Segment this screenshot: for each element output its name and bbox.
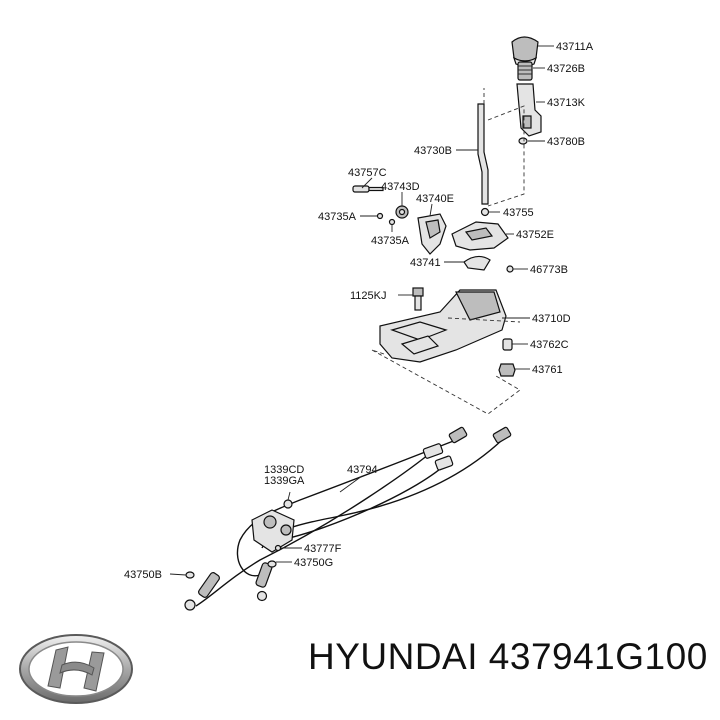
callout-label: 43757C	[348, 167, 387, 179]
callout-label: 43726B	[547, 63, 585, 75]
shift-lever-base	[451, 221, 509, 251]
cable-end-right	[255, 562, 273, 602]
bolt-1125kj	[412, 287, 424, 311]
callout-label: 43743D	[381, 181, 420, 193]
select-lever	[417, 213, 447, 255]
bush-43762c	[502, 338, 513, 351]
assembly-line-right	[447, 317, 521, 323]
shift-housing	[379, 289, 507, 363]
assembly-line	[371, 349, 521, 415]
hyundai-logo-icon	[19, 634, 133, 704]
clip-43777f	[274, 544, 282, 552]
callout-label: 46773B	[530, 264, 568, 276]
callout-label: 43750G	[294, 557, 333, 569]
nut-43761	[498, 363, 516, 377]
callout-label: 43740E	[416, 193, 454, 205]
callout-label: 43735A	[371, 235, 410, 247]
callout-label: 43752E	[516, 229, 554, 241]
part-caption: HYUNDAI 437941G100	[308, 636, 708, 677]
callout-label: 1339GA	[264, 475, 305, 487]
callout-label: 43713K	[547, 97, 586, 109]
knob-bracket	[516, 83, 542, 137]
callout-label: 43761	[532, 364, 563, 376]
clip-46773b	[506, 265, 514, 273]
pin-43735a-lower	[388, 218, 396, 226]
washer-43750g	[267, 560, 277, 568]
callout-label: 43735A	[318, 211, 357, 223]
callout-label: 43711A	[556, 41, 594, 53]
callout-label: 43780B	[547, 136, 585, 148]
shift-cables	[195, 426, 512, 607]
ring-43755	[480, 207, 490, 217]
assembly-line-short	[371, 349, 385, 355]
callout-label: 1125KJ	[350, 290, 387, 302]
shift-rod	[477, 88, 525, 207]
callout-label: 43762C	[530, 339, 569, 351]
callout-label: 43750B	[124, 569, 162, 581]
spring	[517, 61, 533, 81]
leader-lines	[169, 45, 554, 576]
callout-label: 43755	[503, 207, 534, 219]
callout-label: 43777F	[304, 543, 342, 555]
callout-label: 43794	[347, 464, 378, 476]
callout-label: 43741	[410, 257, 441, 269]
bushing-43743d	[395, 205, 409, 219]
cable-end-left	[184, 572, 220, 611]
callout-label: 43730B	[414, 145, 452, 157]
pin-43735a	[376, 212, 384, 220]
washer-43780b	[518, 137, 528, 145]
cable-bracket	[251, 499, 295, 553]
callout-label: 43710D	[532, 313, 571, 325]
callout-labels: 43711A 43726B 43713K 43780B 43730B 43757…	[124, 41, 594, 581]
washer-43750b	[185, 571, 195, 579]
pin-43757c	[352, 185, 384, 193]
bushing-43741	[463, 255, 491, 271]
callout-label: 1339CD	[264, 464, 304, 476]
